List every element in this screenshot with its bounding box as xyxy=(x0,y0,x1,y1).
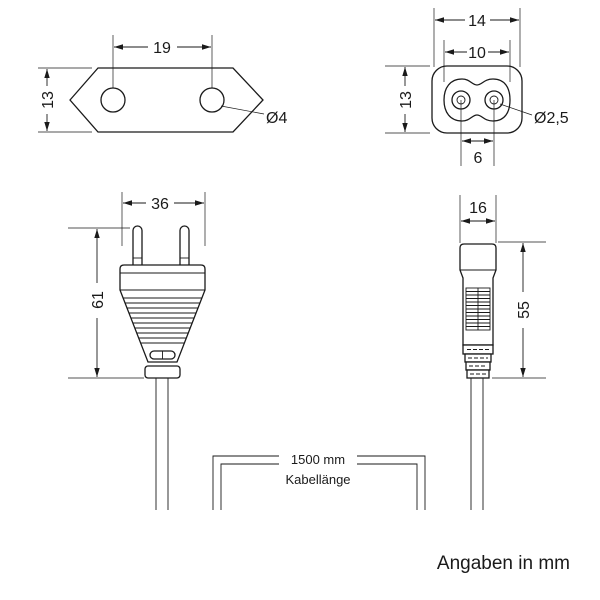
socket-hole-spacing-label: 6 xyxy=(474,150,483,167)
socket-face-view: 14 10 13 Ø2,5 6 xyxy=(385,8,569,167)
plug-face-height-label: 13 xyxy=(40,91,57,109)
socket-inner-width-label: 10 xyxy=(468,45,486,62)
socket-face-height-label: 13 xyxy=(398,91,415,109)
units-note: Angaben in mm xyxy=(437,553,570,574)
socket-side-view: 16 55 xyxy=(459,195,546,510)
bracket-left-inner xyxy=(220,463,279,510)
socket-grip-ribs xyxy=(465,287,491,331)
socket-hole-diameter-label: Ø2,5 xyxy=(534,110,569,127)
plug-width-label: 36 xyxy=(151,196,169,213)
bracket-left-outer xyxy=(212,455,279,510)
plug-pin-right xyxy=(179,225,190,271)
plug-collar xyxy=(144,365,181,379)
bracket-right-outer xyxy=(357,455,426,510)
plug-pin-left xyxy=(132,225,143,271)
pin-diameter-label: Ø4 xyxy=(266,110,287,127)
pin-spacing-label: 19 xyxy=(153,40,171,57)
plug-face-pin-left xyxy=(100,87,126,113)
socket-width-label: 16 xyxy=(469,200,487,217)
socket-outer-width-label: 14 xyxy=(468,13,486,30)
plug-face-view: 19 13 Ø4 xyxy=(38,35,287,133)
plug-side-view: 36 61 xyxy=(68,192,206,510)
cable-length-label: 1500 mm xyxy=(291,452,345,467)
plug-length-label: 61 xyxy=(90,291,107,309)
socket-length-label: 55 xyxy=(516,301,533,319)
cable-length-caption: Kabellänge xyxy=(285,472,350,487)
plug-grip-ridges xyxy=(123,297,202,344)
cable-length-bracket: 1500 mm Kabellänge xyxy=(212,452,426,510)
leader-line xyxy=(499,103,533,116)
bracket-right-inner xyxy=(357,463,418,510)
plug-face-pin-right xyxy=(199,87,225,113)
plug-face-outline xyxy=(69,67,264,133)
leader-line xyxy=(220,105,265,115)
socket-face-recess xyxy=(443,78,511,122)
